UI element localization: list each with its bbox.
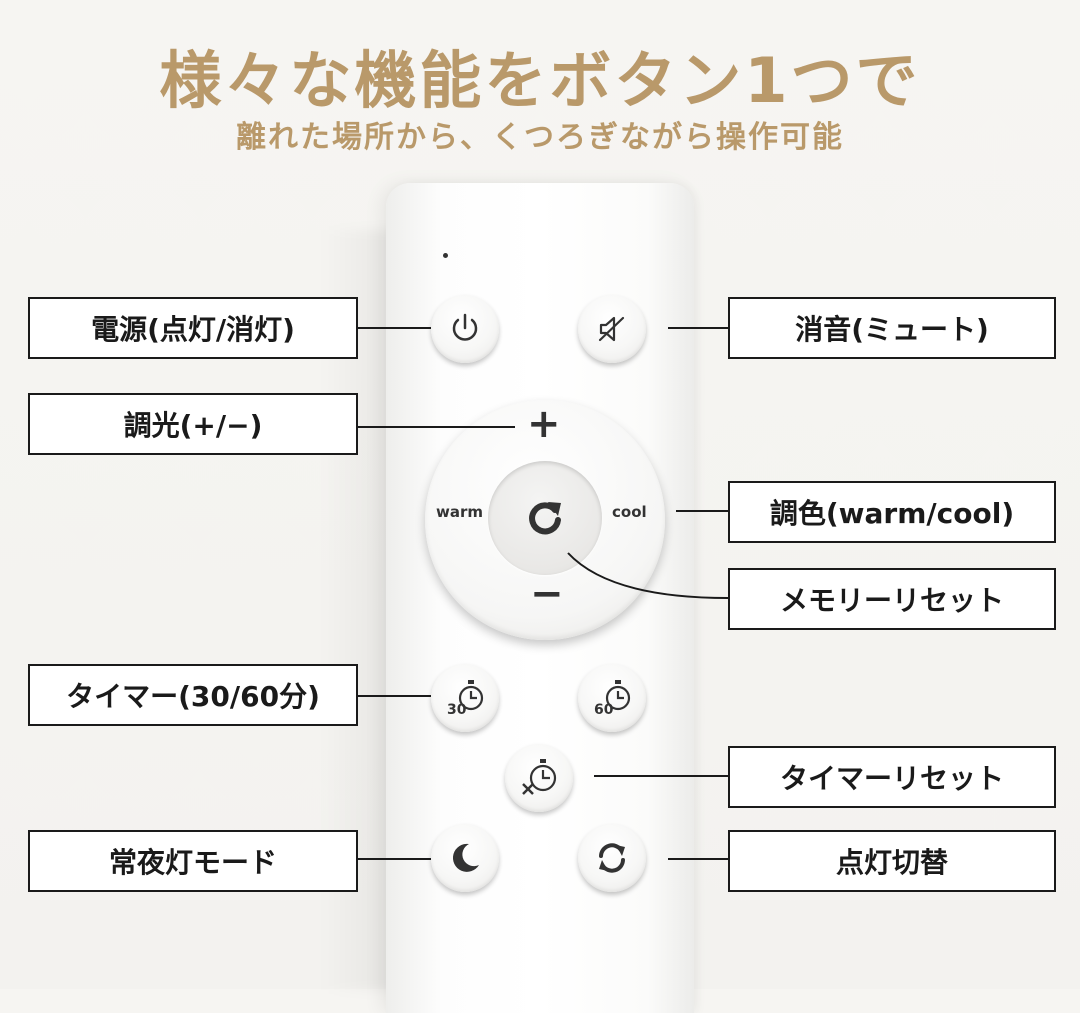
reset-arrow-icon xyxy=(529,502,561,535)
brightness-down-button[interactable]: − xyxy=(530,571,564,617)
callout-mute: 消音(ミュート) xyxy=(728,297,1056,359)
mute-button[interactable] xyxy=(578,295,646,363)
callout-memory-reset: メモリーリセット xyxy=(728,568,1056,630)
indicator-led xyxy=(443,253,448,258)
callout-night-light: 常夜灯モード xyxy=(28,830,358,892)
callout-power: 電源(点灯/消灯) xyxy=(28,297,358,359)
timer-reset-icon xyxy=(522,759,557,795)
timer-30-button[interactable]: 30 xyxy=(431,664,499,732)
callout-timer-reset: タイマーリセット xyxy=(728,746,1056,808)
power-icon xyxy=(452,313,478,341)
callout-color: 調色(warm/cool) xyxy=(728,481,1056,543)
timer-60-icon: 60 xyxy=(594,680,631,718)
night-light-button[interactable] xyxy=(431,824,499,892)
timer-reset-button[interactable] xyxy=(505,744,573,812)
power-button[interactable] xyxy=(431,295,499,363)
callout-timer: タイマー(30/60分) xyxy=(28,664,358,726)
memory-reset-button[interactable] xyxy=(488,461,602,575)
timer-30-text: 30 xyxy=(447,702,467,718)
cool-button[interactable]: cool xyxy=(612,503,647,521)
light-switch-button[interactable] xyxy=(578,824,646,892)
timer-60-text: 60 xyxy=(594,702,614,718)
mute-icon xyxy=(598,316,625,342)
headline: 様々な機能をボタン1つで xyxy=(159,44,921,117)
warm-button[interactable]: warm xyxy=(436,503,484,521)
callout-dimming: 調光(+/−) xyxy=(28,393,358,455)
callout-connectors xyxy=(356,327,729,860)
subheadline: 離れた場所から、くつろぎながら操作可能 xyxy=(236,120,844,155)
timer-30-icon: 30 xyxy=(447,680,484,718)
cycle-arrows-icon xyxy=(599,843,625,873)
brightness-up-button[interactable]: + xyxy=(527,401,561,447)
timer-60-button[interactable]: 60 xyxy=(578,664,646,732)
moon-icon xyxy=(452,843,479,872)
callout-light-switch: 点灯切替 xyxy=(728,830,1056,892)
